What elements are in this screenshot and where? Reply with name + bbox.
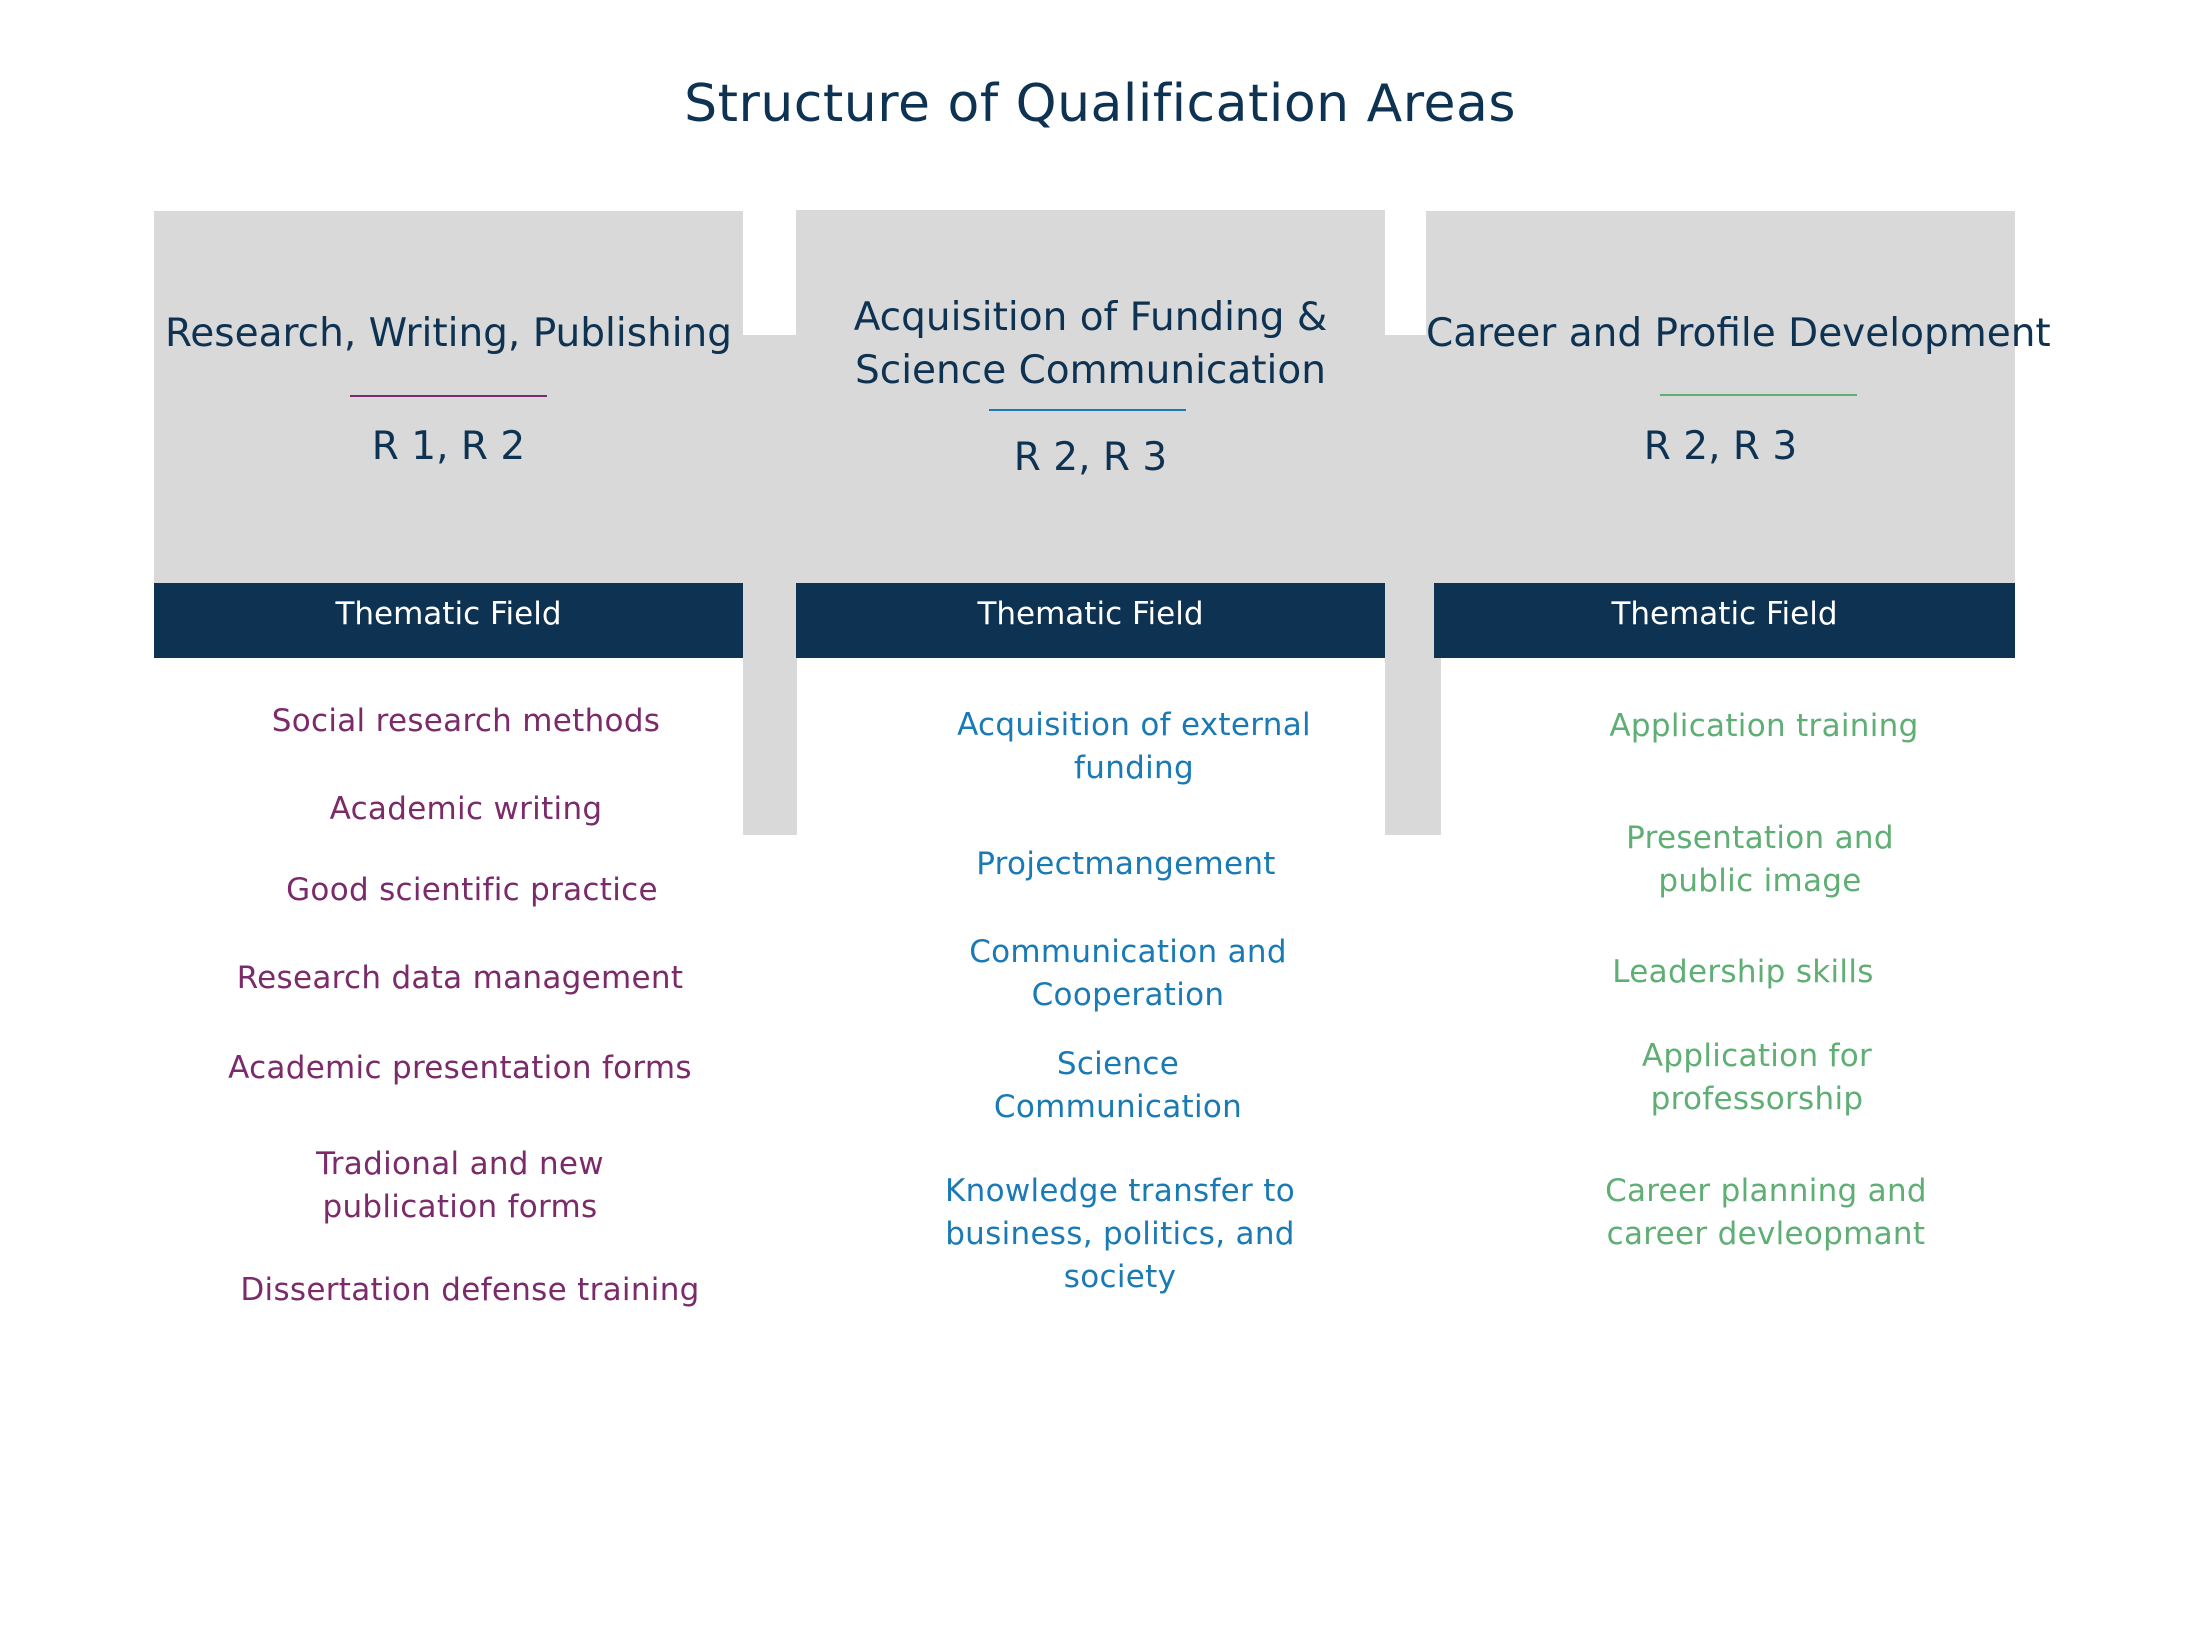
list-item: Good scientific practice: [286, 872, 658, 908]
list-item: Social research methods: [271, 703, 661, 739]
list-item: Academic writing: [329, 791, 603, 827]
list-item: Leadership skills: [1612, 954, 1874, 990]
area-divider: [1660, 394, 1857, 396]
list-item: Science Communication: [993, 1046, 1243, 1125]
area-panel-career: [1426, 211, 2015, 585]
connector-post-left: [743, 585, 797, 835]
thematic-field-label: Thematic Field: [335, 596, 562, 632]
connector-band: [743, 335, 1433, 585]
list-item: Academic presentation forms: [228, 1050, 692, 1086]
area-title: Career and Profile Development: [1426, 307, 2051, 360]
list-item: Communication and Cooperation: [969, 934, 1287, 1013]
area-panel-research: [154, 211, 743, 585]
list-item: Application training: [1609, 708, 1919, 744]
thematic-field-label: Thematic Field: [977, 596, 1204, 632]
list-item: Research data management: [236, 960, 684, 996]
thematic-field-header: Thematic Field: [796, 583, 1385, 658]
area-r-levels: R 2, R 3: [1643, 424, 1798, 469]
list-item: Career planning and career devleopmant: [1605, 1173, 1927, 1252]
area-r-levels: R 2, R 3: [1013, 435, 1168, 480]
list-item: Projectmangement: [976, 846, 1276, 882]
list-item: Presentation and public image: [1626, 820, 1894, 899]
connector-post-right: [1385, 585, 1441, 835]
area-title: Acquisition of Funding & Science Communi…: [796, 291, 1385, 397]
area-title-line: Research, Writing, Publishing: [164, 311, 733, 356]
list-item: Application for professorship: [1641, 1038, 1873, 1117]
thematic-field-header: Thematic Field: [154, 583, 743, 658]
list-item: Acquisition of external funding: [957, 707, 1311, 786]
thematic-field-label: Thematic Field: [1611, 596, 1838, 632]
area-r-levels: R 1, R 2: [371, 424, 526, 469]
thematic-field-header: Thematic Field: [1434, 583, 2015, 658]
list-item: Knowledge transfer to business, politics…: [945, 1173, 1295, 1295]
list-item: Tradional and new publication forms: [316, 1146, 604, 1225]
list-item: Dissertation defense training: [240, 1272, 700, 1308]
area-title: Research, Writing, Publishing: [154, 307, 743, 360]
page-title: Structure of Qualification Areas: [684, 74, 1516, 134]
area-title-line: Career and Profile Development: [1426, 311, 2051, 356]
area-title-line: Acquisition of Funding &: [853, 295, 1328, 340]
area-title-line: Science Communication: [855, 348, 1326, 393]
area-divider: [989, 409, 1186, 411]
area-divider: [350, 395, 547, 397]
